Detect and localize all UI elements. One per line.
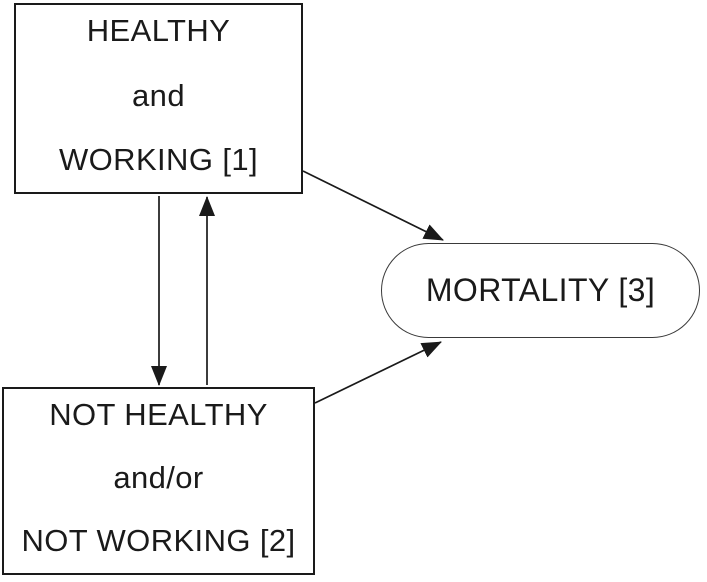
node-not-healthy-not-working-line-1: NOT HEALTHY bbox=[49, 397, 268, 432]
node-not-healthy-not-working-line-3: NOT WORKING [2] bbox=[21, 523, 296, 558]
node-healthy-working: HEALTHY and WORKING [1] bbox=[14, 3, 303, 194]
arrow-state2-to-state3 bbox=[314, 341, 442, 404]
node-healthy-working-line-3: WORKING [1] bbox=[58, 142, 259, 177]
node-mortality-label: MORTALITY [3] bbox=[425, 272, 656, 308]
node-not-healthy-not-working: NOT HEALTHY and/or NOT WORKING [2] bbox=[2, 387, 315, 575]
node-mortality: MORTALITY [3] bbox=[381, 243, 700, 338]
arrow-state1-to-state3 bbox=[302, 170, 444, 241]
node-healthy-working-line-2: and bbox=[132, 77, 185, 113]
node-healthy-working-line-1: HEALTHY bbox=[86, 13, 231, 48]
node-not-healthy-not-working-line-2: and/or bbox=[113, 460, 204, 495]
